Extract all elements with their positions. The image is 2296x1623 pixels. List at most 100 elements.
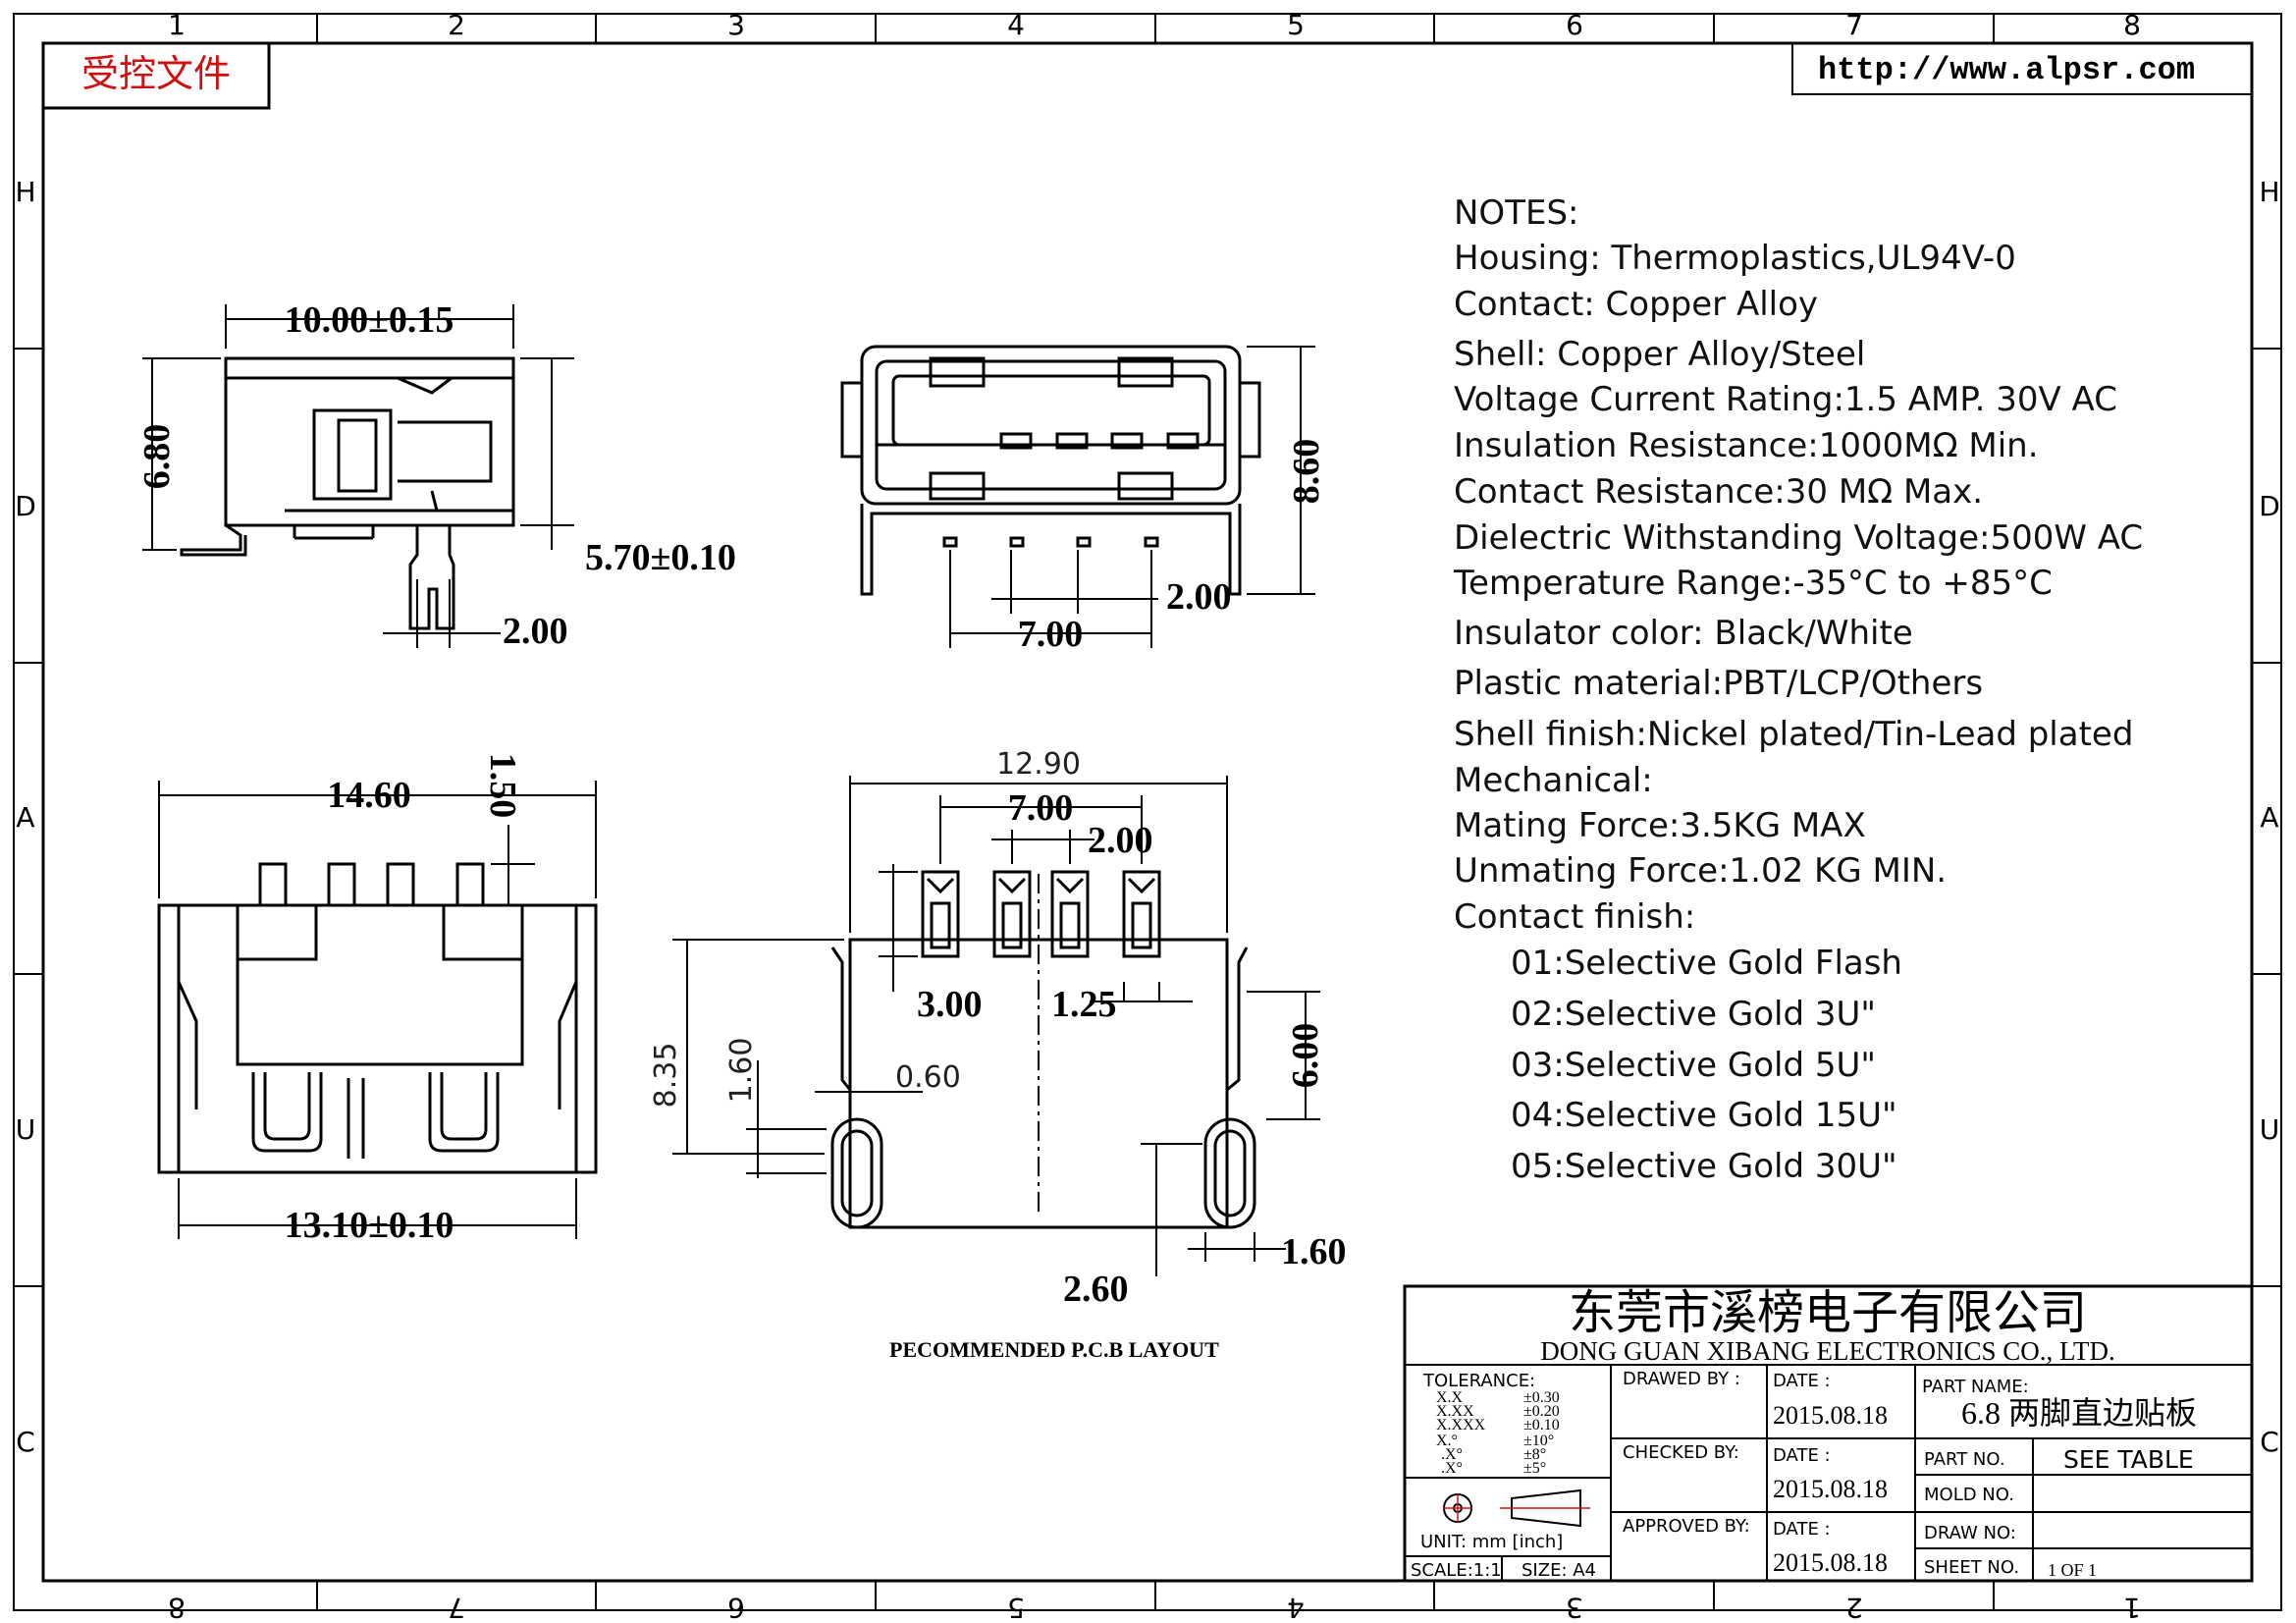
zone-col-2: 2	[448, 9, 465, 41]
dim-pcb-depth: 8.35	[649, 1043, 683, 1109]
note-line: Unmating Force:1.02 KG MIN.	[1454, 851, 1947, 891]
zone-row-left-3: A	[16, 801, 34, 834]
date-checked: 2015.08.18	[1773, 1475, 1888, 1503]
zone-col-1: 1	[168, 9, 186, 41]
company-name-en: DONG GUAN XIBANG ELECTRONICS CO., LTD.	[1540, 1336, 2115, 1366]
title-block	[1403, 1284, 2254, 1583]
website-url[interactable]: http://www.alpsr.com	[1818, 52, 2195, 88]
zone-col-7: 7	[1845, 9, 1863, 41]
note-line: 05:Selective Gold 30U"	[1511, 1147, 1897, 1186]
pcb-layout	[830, 870, 1256, 1229]
tolerance-key: X.XXX	[1436, 1417, 1486, 1434]
scale-label: SCALE:1:1	[1411, 1560, 1502, 1581]
sheet-no-label: SHEET NO.	[1924, 1557, 2019, 1578]
zone-row-right-4: U	[2260, 1113, 2280, 1146]
zone-row-right-3: A	[2260, 801, 2278, 834]
dim-pcb-hole: 0.60	[895, 1060, 961, 1095]
part-name-label: PART NAME:	[1922, 1377, 2029, 1397]
projection-marks	[1443, 1493, 1590, 1523]
front-shell	[860, 345, 1242, 506]
notes: NOTES: Housing: Thermoplastics,UL94V-0 C…	[1453, 193, 2143, 1186]
mold-no-label: MOLD NO.	[1924, 1485, 2014, 1505]
stamp-box	[41, 41, 271, 110]
dim-pcb-pad-w: 1.25	[1051, 984, 1117, 1025]
part-name: 6.8 两脚直边贴板	[1961, 1395, 2197, 1431]
note-line: 01:Selective Gold Flash	[1511, 944, 1902, 983]
pcb-slot-right	[1203, 1117, 1256, 1229]
sheet-no: 1 OF 1	[2048, 1560, 2097, 1580]
dim-front-pin-gap: 2.00	[1166, 576, 1232, 618]
note-line: Insulation Resistance:1000MΩ Min.	[1454, 426, 2039, 465]
inner-frame	[41, 41, 2254, 1583]
zone-col-5: 5	[1287, 9, 1305, 41]
zone-col-8: 8	[2123, 9, 2141, 41]
zone-row-left-4: U	[16, 1113, 36, 1146]
dim-pcb-slot-h: 6.00	[1285, 1023, 1326, 1089]
note-line: Contact Resistance:30 MΩ Max.	[1454, 472, 1983, 512]
dim-pcb-pad-len: 3.00	[917, 984, 983, 1025]
tolerance-value: ±0.10	[1523, 1417, 1560, 1434]
note-line: 04:Selective Gold 15U"	[1511, 1096, 1897, 1135]
dim-pcb-slot-x: 2.60	[1063, 1269, 1129, 1310]
dim-side-width: 10.00±0.15	[285, 299, 454, 341]
pcb-pad-2	[992, 870, 1032, 958]
zone-col-4: 4	[1007, 9, 1025, 41]
zone-col-3: 3	[727, 9, 745, 41]
note-line: Contact finish:	[1454, 897, 1695, 937]
tolerance-value: ±0.20	[1523, 1403, 1560, 1420]
zone-row-right-5: C	[2260, 1426, 2279, 1458]
zone-ticks	[14, 14, 2281, 1610]
dim-top-body: 13.10±0.10	[285, 1205, 454, 1246]
note-line: Housing: Thermoplastics,UL94V-0	[1454, 239, 2016, 278]
draw-no-label: DRAW NO:	[1924, 1523, 2016, 1543]
pcb-slot-left	[830, 1117, 883, 1229]
side-body	[224, 356, 515, 527]
dim-side-pin: 2.00	[503, 611, 568, 652]
part-no: SEE TABLE	[2063, 1445, 2194, 1474]
tolerance-value: ±5°	[1523, 1460, 1546, 1477]
note-line: Mating Force:3.5KG MAX	[1454, 806, 1866, 845]
front-view-dims	[949, 346, 1315, 648]
size-label: SIZE: A4	[1522, 1560, 1596, 1581]
zone-col-bottom-2: 7	[448, 1592, 465, 1623]
dim-pcb-pin-gap: 2.00	[1088, 820, 1153, 861]
zone-row-left-2: D	[15, 490, 36, 522]
note-line: Insulator color: Black/White	[1454, 614, 1913, 653]
pcb-layout-label: PECOMMENDED P.C.B LAYOUT	[889, 1337, 1219, 1362]
tolerance-label: TOLERANCE:	[1422, 1371, 1535, 1391]
dim-pcb-width: 12.90	[996, 747, 1081, 782]
date-approved: 2015.08.18	[1773, 1548, 1888, 1577]
date-label: DATE :	[1773, 1519, 1831, 1540]
note-line: Voltage Current Rating:1.5 AMP. 30V AC	[1454, 380, 2117, 419]
zone-col-6: 6	[1566, 9, 1583, 41]
top-view	[157, 862, 598, 1174]
zone-col-bottom-5: 4	[1287, 1592, 1305, 1623]
unit-label: UNIT: mm [inch]	[1420, 1532, 1563, 1552]
pcb-pad-1	[921, 870, 960, 958]
note-line: 03:Selective Gold 5U"	[1511, 1046, 1876, 1085]
dim-pcb-slot-w: 1.60	[1281, 1231, 1347, 1272]
note-line: NOTES:	[1454, 193, 1578, 233]
front-view	[840, 345, 1261, 596]
side-view-dims	[142, 304, 574, 648]
pcb-layout-dims	[672, 776, 1320, 1276]
zone-col-bottom-1: 8	[168, 1592, 186, 1623]
side-view	[180, 356, 515, 630]
zone-row-right-2: D	[2259, 490, 2280, 522]
date-drawn: 2015.08.18	[1773, 1401, 1888, 1430]
note-line: Dielectric Withstanding Voltage:500W AC	[1454, 518, 2143, 558]
url-box	[1791, 42, 2253, 95]
pcb-pad-3	[1050, 870, 1090, 958]
dim-front-height: 8.60	[1286, 439, 1327, 505]
note-line: 02:Selective Gold 3U"	[1511, 995, 1876, 1034]
tolerance-value: ±10°	[1523, 1433, 1554, 1449]
note-line: Plastic material:PBT/LCP/Others	[1454, 664, 1983, 703]
controlled-stamp: 受控文件	[81, 52, 231, 95]
zone-row-left-1: H	[15, 176, 35, 208]
pcb-pad-4	[1122, 870, 1161, 958]
dim-pcb-pin-span: 7.00	[1008, 787, 1074, 829]
note-line: Shell finish:Nickel plated/Tin-Lead plat…	[1454, 715, 2133, 754]
note-line: Mechanical:	[1454, 761, 1653, 800]
date-label: DATE :	[1773, 1445, 1831, 1466]
dim-front-pin-span: 7.00	[1018, 614, 1084, 655]
